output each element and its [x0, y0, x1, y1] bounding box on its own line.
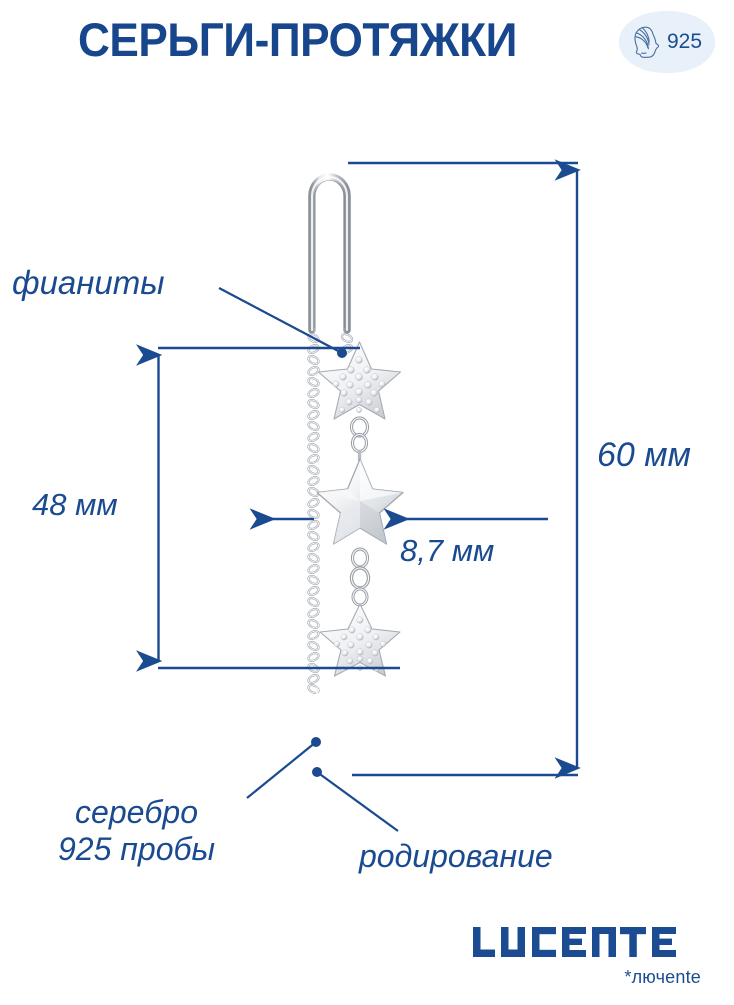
connector-rings-lower [349, 547, 371, 607]
earring-hook [308, 173, 351, 334]
connector-rings-upper [350, 432, 369, 461]
leader-silver [246, 741, 317, 799]
callout-silver-line1: серебро [75, 794, 198, 830]
dimension-60mm [348, 159, 581, 779]
hallmark-badge: 925 [619, 11, 715, 73]
page-title: СЕРЬГИ-ПРОТЯЖКИ [78, 13, 517, 66]
star-bottom [319, 603, 401, 677]
lucente-wordmark-icon [473, 927, 676, 957]
hallmark-head-icon [634, 26, 660, 58]
brand-logo: *лючente [473, 925, 711, 988]
leader-dot-fianity [337, 348, 347, 358]
leader-rhodium [316, 771, 399, 832]
leader-dot-rhodium [312, 767, 322, 777]
dimension-label-height-total: 60 мм [597, 436, 691, 474]
chain-left [306, 331, 321, 696]
dimension-label-width-star: 8,7 мм [400, 533, 495, 568]
chain-right [339, 331, 355, 356]
callout-silver: серебро 925 пробы [58, 794, 215, 868]
star-top [317, 341, 402, 438]
callout-rhodium: родирование [359, 838, 553, 874]
brand-logo-subtitle: *лючente [624, 967, 701, 987]
dimension-label-height-drop: 48 мм [32, 487, 118, 522]
callout-silver-line2: 925 пробы [58, 831, 216, 868]
dimension-48mm [135, 344, 400, 672]
hallmark-fineness: 925 [666, 30, 703, 53]
leader-fianity [218, 287, 343, 354]
leader-dots [311, 348, 347, 777]
callout-fianity: фианиты [12, 264, 165, 301]
star-middle [316, 458, 404, 545]
leader-dot-silver [311, 737, 321, 747]
